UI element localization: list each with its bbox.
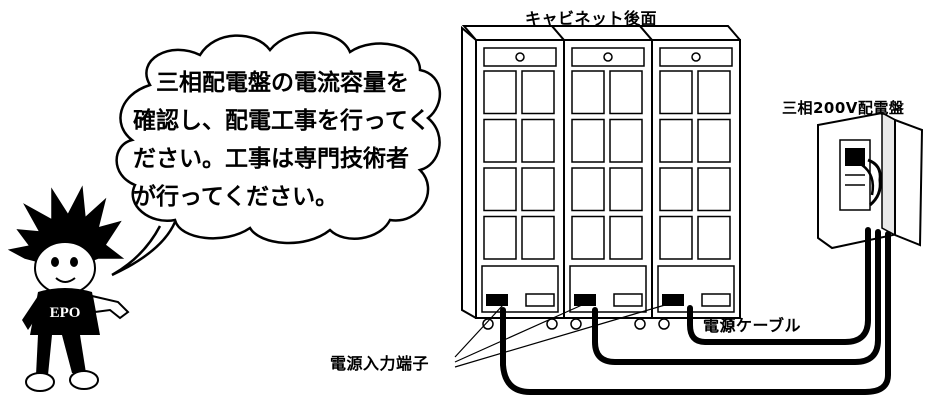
power-cables	[500, 227, 891, 395]
cabinet-panel	[697, 215, 731, 260]
cabinet-connector-block	[701, 293, 731, 307]
cabinet-panel	[571, 215, 605, 260]
power-input-terminal-block	[574, 294, 596, 306]
bubble-line-3: ださい。工事は専門技術者	[133, 146, 409, 172]
cabinet-panel	[659, 118, 693, 163]
cabinet-top-knob	[515, 52, 525, 62]
cabinet-panel	[609, 118, 643, 163]
cabinet-panel	[659, 70, 693, 115]
cabinet-connector-block	[525, 293, 555, 307]
cabinet-panel	[521, 70, 555, 115]
cabinet-side	[461, 25, 477, 319]
speech-bubble-text: 三相配電盤の電流容量を 確認し、配電工事を行ってく ださい。工事は専門技術者 が…	[133, 64, 433, 216]
cabinet-panel	[697, 167, 731, 212]
cabinet-caster	[634, 318, 646, 330]
cabinet-caster	[722, 318, 734, 330]
cabinet-panel	[521, 118, 555, 163]
cabinet-panel	[609, 215, 643, 260]
power-input-terminal-block	[662, 294, 684, 306]
cabinet-rack-group	[461, 25, 741, 330]
cabinet-caster	[482, 318, 494, 330]
mascot-shirt-text: EPO	[50, 305, 81, 321]
cabinet-panel	[571, 70, 605, 115]
cabinet-panel	[571, 118, 605, 163]
cabinet-panel	[609, 167, 643, 212]
power-input-terminal-block	[486, 294, 508, 306]
cabinet-rear-label: キャビネット後面	[525, 9, 658, 28]
bubble-line-1: 三相配電盤の電流容量を	[133, 70, 409, 96]
cabinet-panel	[659, 215, 693, 260]
cabinet-caster	[570, 318, 582, 330]
cabinet-top-knob	[691, 52, 701, 62]
cabinet-caster	[658, 318, 670, 330]
cabinet-panel	[483, 167, 517, 212]
cabinet-connector-block	[613, 293, 643, 307]
cabinet-panel	[697, 118, 731, 163]
cabinet-panel	[609, 70, 643, 115]
bubble-line-4: が行ってください。	[133, 184, 339, 210]
cabinet-panel	[521, 167, 555, 212]
bubble-line-2: 確認し、配電工事を行ってく	[133, 108, 431, 134]
cabinet-panel	[571, 167, 605, 212]
cabinet-panel	[521, 215, 555, 260]
mascot-character	[7, 185, 130, 392]
speech-bubble	[111, 31, 442, 277]
cabinet-panel	[659, 167, 693, 212]
distribution-panel-label: 三相200V配電盤	[782, 99, 905, 117]
cabinet-top-knob	[603, 52, 613, 62]
cabinet-panel	[697, 70, 731, 115]
cabinet-panel	[483, 70, 517, 115]
cabinet-panel	[483, 215, 517, 260]
terminal-leader-lines	[454, 304, 666, 368]
distribution-panel	[817, 111, 924, 250]
power-cable-label: 電源ケーブル	[703, 316, 802, 335]
power-input-terminal-label: 電源入力端子	[330, 354, 430, 373]
cabinet-panel	[483, 118, 517, 163]
cabinet-top-3	[637, 25, 741, 41]
